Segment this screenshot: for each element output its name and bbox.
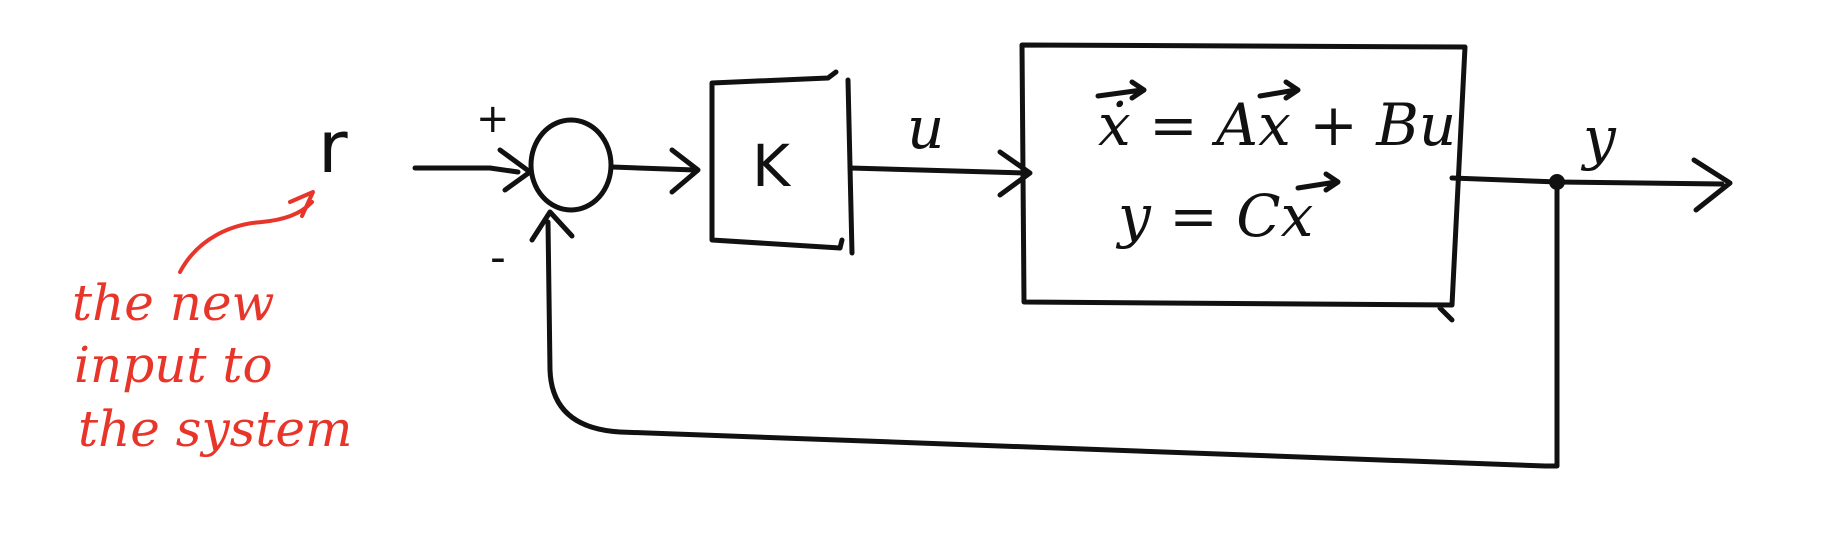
output-equation: y = Cx <box>1115 182 1313 250</box>
cx-vector-arrow-icon <box>1295 171 1341 193</box>
gain-block-label: K <box>752 132 792 200</box>
output-arrowhead-icon <box>1691 157 1733 213</box>
input-signal-line <box>412 165 521 175</box>
state-equation: ẋ = Ax + Bu <box>1098 91 1456 159</box>
error-arrowhead-icon <box>669 147 701 195</box>
output-signal-line <box>1449 175 1725 187</box>
annotation-line-1: the new <box>72 274 274 332</box>
minus-sign: - <box>490 232 506 283</box>
gain-block <box>709 69 855 256</box>
control-signal-label: u <box>907 94 944 162</box>
output-signal-label: y <box>1580 104 1617 172</box>
summing-junction <box>528 117 614 213</box>
control-signal-line <box>847 165 1028 176</box>
reference-input-label: r <box>318 105 348 189</box>
error-signal-line <box>609 164 698 173</box>
plant-block <box>1019 42 1468 323</box>
feedback-path <box>545 179 1560 469</box>
annotation-line-2: input to <box>74 336 273 394</box>
state-vector-arrow-icon <box>1095 79 1147 101</box>
annotation-line-3: the system <box>78 400 352 458</box>
annotation-arrowhead-icon <box>288 190 315 218</box>
feedback-arrowhead-icon <box>529 209 575 243</box>
annotation-arrow <box>178 200 314 274</box>
plus-sign: + <box>476 96 510 142</box>
control-arrowhead-icon <box>997 149 1033 198</box>
ax-vector-arrow-icon <box>1257 79 1301 101</box>
